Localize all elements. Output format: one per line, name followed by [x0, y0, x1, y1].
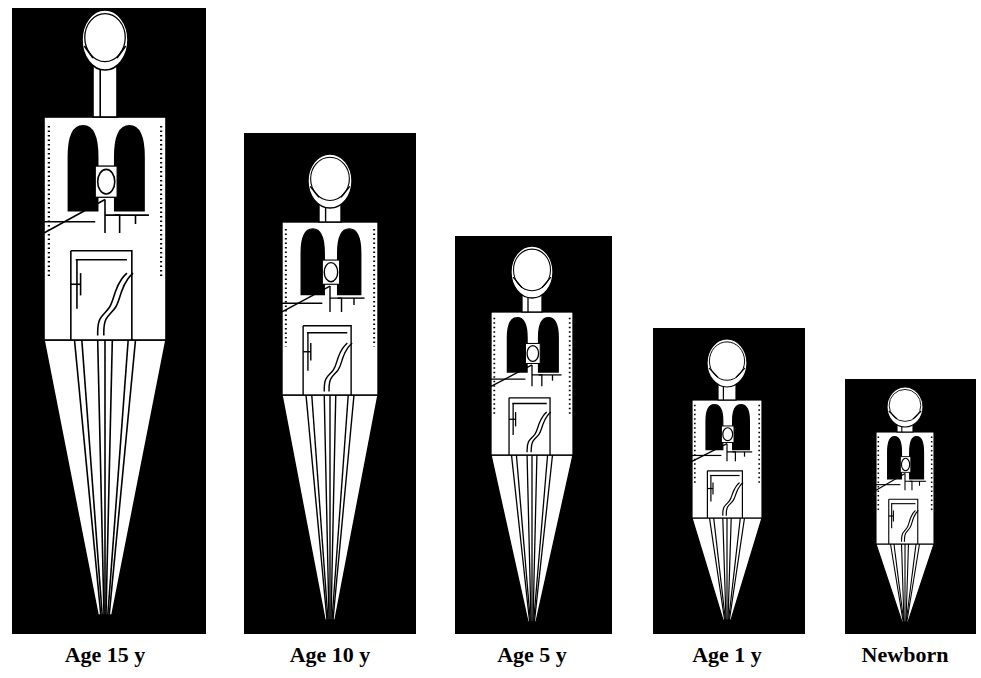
head [887, 387, 923, 427]
head [707, 339, 747, 387]
trunk [44, 117, 166, 340]
leg-cone [44, 340, 166, 615]
colon [904, 510, 918, 541]
trunk [692, 400, 762, 518]
phantom-figure [244, 133, 416, 634]
leg-cone [282, 395, 378, 620]
colon [726, 483, 743, 516]
skull [85, 14, 125, 62]
lung [507, 318, 527, 372]
leg-cone [491, 455, 573, 622]
panel-ground [455, 236, 612, 634]
heart [902, 458, 910, 470]
skull [514, 249, 551, 291]
colon [329, 343, 352, 391]
skull [311, 157, 350, 200]
colon [527, 412, 547, 452]
colon [723, 483, 740, 516]
skull [889, 389, 921, 421]
panel-ground [845, 379, 976, 634]
lung [68, 126, 97, 211]
lung [888, 436, 902, 479]
trunk [282, 222, 378, 395]
heart [98, 169, 115, 194]
panel-ground [12, 8, 206, 634]
lung [910, 436, 924, 479]
heart [324, 263, 337, 282]
phantom-figure [653, 328, 805, 634]
lung [539, 318, 559, 372]
phantom-figure [455, 236, 612, 634]
head [82, 10, 128, 70]
head [511, 246, 553, 298]
trunk [876, 432, 934, 544]
heart [723, 428, 733, 441]
head [308, 154, 352, 208]
lung [706, 405, 723, 450]
age-label: Age 15 y [25, 642, 185, 668]
age-label: Age 1 y [647, 642, 807, 668]
leg-cone [876, 544, 934, 622]
panel-ground [244, 133, 416, 634]
colon [324, 343, 347, 391]
trunk [491, 312, 573, 455]
lung [733, 405, 750, 450]
lung [115, 126, 144, 211]
phantom-figure [12, 8, 206, 634]
lung [301, 229, 324, 295]
age-label: Age 10 y [250, 642, 410, 668]
panel-ground [653, 328, 805, 634]
age-label: Age 5 y [452, 642, 612, 668]
skull [709, 342, 744, 380]
age-label: Newborn [825, 642, 981, 668]
lung [338, 229, 361, 295]
colon [531, 412, 551, 452]
heart [527, 346, 538, 362]
colon [104, 273, 133, 335]
colon [98, 273, 127, 335]
colon [902, 510, 916, 541]
phantom-figure [845, 379, 976, 634]
leg-cone [692, 518, 762, 620]
